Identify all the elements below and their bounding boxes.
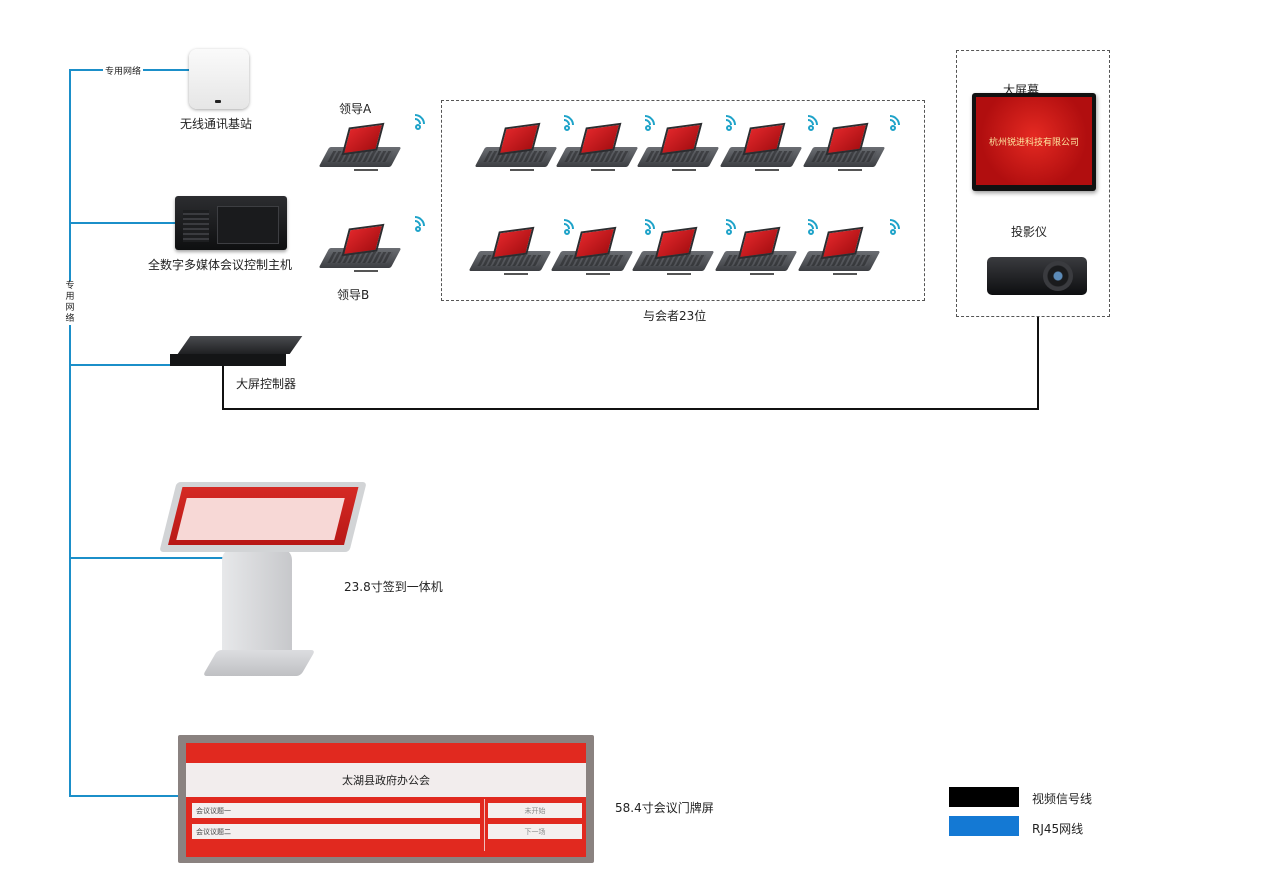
- participant-tablet-icon: [797, 226, 881, 277]
- wifi-icon: [793, 214, 823, 244]
- wifi-icon: [793, 110, 823, 140]
- wifi-icon: [630, 110, 660, 140]
- door-screen-divider: [484, 799, 485, 851]
- leader-a-tablet-icon: [318, 122, 402, 173]
- wifi-icon: [630, 214, 660, 244]
- participant-tablet-icon: [550, 226, 634, 277]
- video-line-vertical-right: [1037, 316, 1039, 410]
- display-group-box: [956, 50, 1110, 317]
- participant-tablet-icon: [636, 122, 720, 173]
- sign-in-kiosk-label: 23.8寸签到一体机: [344, 580, 443, 594]
- participant-tablet-icon: [714, 226, 798, 277]
- rj45-link-controller: [69, 364, 171, 366]
- sign-in-kiosk-icon: [159, 482, 367, 552]
- wifi-icon: [400, 109, 430, 139]
- video-line-horizontal: [222, 408, 1039, 410]
- participant-tablet-icon: [802, 122, 886, 173]
- legend-rj45-swatch: [949, 816, 1019, 836]
- wifi-icon: [711, 214, 741, 244]
- screen-controller-label: 大屏控制器: [236, 377, 297, 391]
- leader-b-tablet-icon: [318, 223, 402, 274]
- legend-video-label: 视频信号线: [1032, 792, 1093, 806]
- wifi-icon: [400, 211, 430, 241]
- participants-group-box: [441, 100, 925, 301]
- rj45-link-host: [69, 222, 175, 224]
- door-screen-next-button: 下一场: [488, 824, 582, 839]
- private-network-label-top: 专用网络: [103, 64, 144, 77]
- door-screen-title: 太湖县政府办公会: [342, 774, 430, 787]
- big-screen-icon: 杭州锐进科技有限公司: [972, 93, 1096, 191]
- wifi-icon: [549, 110, 579, 140]
- rj45-link-kiosk: [69, 557, 227, 559]
- wireless-base-station-icon: [189, 49, 249, 109]
- participant-tablet-icon: [631, 226, 715, 277]
- projector-icon: [987, 249, 1089, 297]
- wifi-icon: [549, 214, 579, 244]
- leader-a-label: 领导A: [339, 102, 372, 116]
- wireless-base-station-label: 无线通讯基站: [180, 117, 253, 131]
- participant-tablet-icon: [474, 122, 558, 173]
- wifi-icon: [875, 214, 905, 244]
- wifi-icon: [711, 110, 741, 140]
- kiosk-stand: [222, 548, 292, 658]
- rj45-backbone-line: [69, 69, 71, 796]
- conference-control-host-label: 全数字多媒体会议控制主机: [148, 258, 293, 272]
- participants-label: 与会者23位: [643, 309, 707, 323]
- conference-control-host-icon: [175, 196, 287, 250]
- door-screen-status-button: 未开始: [488, 803, 582, 818]
- projector-label: 投影仪: [1011, 225, 1048, 239]
- legend-video-swatch: [949, 787, 1019, 807]
- big-screen-company-text: 杭州锐进科技有限公司: [988, 137, 1079, 148]
- wifi-icon: [875, 110, 905, 140]
- screen-controller-icon: [170, 336, 303, 366]
- legend-rj45-label: RJ45网线: [1032, 822, 1084, 836]
- participant-tablet-icon: [468, 226, 552, 277]
- meeting-door-screen: 太湖县政府办公会 会议议题一 会议议题二 未开始 下一场: [178, 735, 594, 863]
- leader-b-label: 领导B: [337, 288, 370, 302]
- door-screen-topic: 会议议题一: [192, 803, 480, 818]
- door-screen-label: 58.4寸会议门牌屏: [615, 801, 714, 815]
- kiosk-base: [202, 650, 316, 676]
- private-network-label-side: 专 用 网 络: [64, 281, 76, 325]
- door-screen-topic: 会议议题二: [192, 824, 480, 839]
- video-line-vertical-left: [222, 366, 224, 410]
- participant-tablet-icon: [555, 122, 639, 173]
- rj45-link-door-screen: [69, 795, 179, 797]
- participant-tablet-icon: [719, 122, 803, 173]
